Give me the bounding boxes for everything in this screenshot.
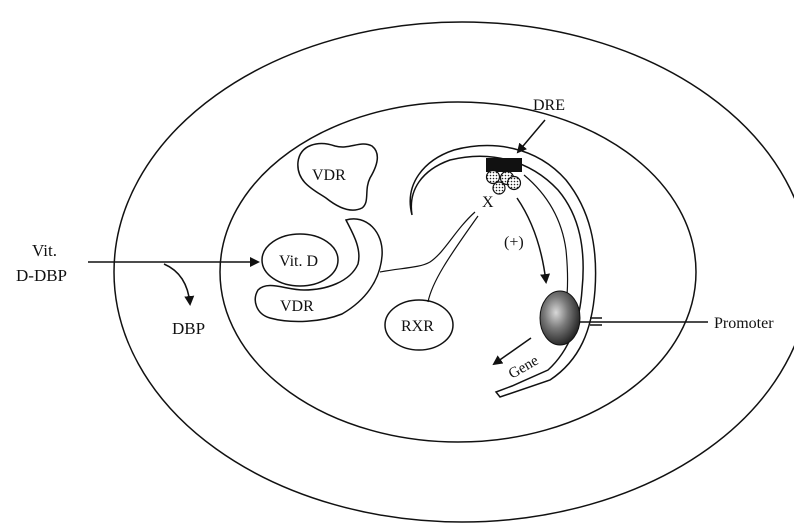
- dre-arrow: [516, 119, 546, 154]
- dre-element: [486, 158, 522, 172]
- vdr-free-label: VDR: [312, 167, 346, 184]
- vdr-free-shape: [297, 142, 379, 211]
- activation-label: (+): [504, 234, 524, 251]
- dre-bead-4: [492, 181, 506, 195]
- vit-d-dbp-label-line2: D-DBP: [16, 266, 67, 285]
- vit-d-label: Vit. D: [279, 253, 318, 270]
- rxr-ellipse: [384, 299, 454, 351]
- dre-bead-3: [506, 175, 522, 191]
- dbp-release-arrow: [163, 263, 195, 306]
- x-label: X: [482, 194, 494, 211]
- activation-arrow: [516, 197, 551, 284]
- vit-d-ellipse: [261, 233, 339, 287]
- vdr-bound-label: VDR: [280, 298, 314, 315]
- vit-d-dbp-label-line1: Vit.: [32, 241, 57, 260]
- nucleus: [219, 101, 697, 443]
- promoter-ellipse: [539, 290, 581, 346]
- transcription-arrow: [492, 337, 532, 366]
- promoter-label: Promoter: [714, 315, 774, 332]
- rxr-label: RXR: [401, 318, 434, 335]
- vdr-bound-shape: [254, 218, 383, 323]
- rxr-to-x-line: [427, 215, 479, 303]
- dbp-label: DBP: [172, 319, 205, 338]
- vdr-to-x-line: [379, 211, 476, 273]
- gene-label: Gene: [506, 353, 542, 383]
- cell-membrane: [113, 21, 794, 523]
- dre-label: DRE: [533, 97, 565, 114]
- dre-bead-1: [485, 169, 501, 185]
